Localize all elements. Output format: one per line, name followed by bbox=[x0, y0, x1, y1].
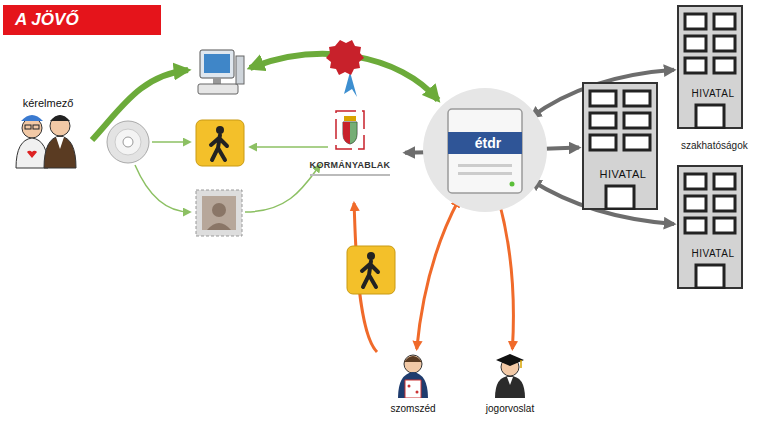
building-node: HIVATAL bbox=[677, 5, 749, 129]
connector bbox=[417, 199, 459, 349]
logo-node: KORMÁNYABLAK bbox=[298, 108, 402, 200]
building-drawing bbox=[677, 5, 743, 129]
node-label: jogorvoslat bbox=[486, 403, 534, 414]
building-node: HIVATAL bbox=[582, 82, 664, 210]
node-label: HIVATAL bbox=[582, 168, 664, 180]
building-drawing bbox=[582, 82, 658, 210]
server-halo bbox=[423, 88, 547, 212]
node-label: HIVATAL bbox=[677, 248, 749, 259]
applicant-icon bbox=[16, 115, 76, 168]
coat-of-arms bbox=[335, 110, 365, 150]
building-node: HIVATAL bbox=[677, 165, 749, 289]
walk-icon bbox=[347, 246, 395, 294]
cd-icon bbox=[107, 121, 149, 163]
title-banner: A JÖVŐ bbox=[3, 5, 161, 35]
person-node: szomszéd bbox=[380, 352, 446, 424]
building-drawing bbox=[677, 165, 743, 289]
node-label: KORMÁNYABLAK bbox=[310, 160, 391, 170]
logo-subline bbox=[310, 174, 390, 176]
node-label: HIVATAL bbox=[677, 88, 749, 99]
walk-icon bbox=[196, 120, 244, 166]
title-text: A JÖVŐ bbox=[15, 10, 79, 30]
stamp-icon bbox=[196, 190, 242, 236]
person-node: jogorvoslat bbox=[474, 352, 546, 424]
node-label: étdr bbox=[448, 133, 528, 153]
group-label: szakhatóságok bbox=[681, 140, 748, 151]
connector bbox=[498, 199, 513, 349]
post-arrow bbox=[135, 165, 190, 212]
post-arrow-2 bbox=[245, 165, 320, 212]
person-icon bbox=[490, 352, 530, 398]
person-icon bbox=[393, 352, 433, 398]
seal-icon bbox=[326, 40, 364, 97]
cd-arrow bbox=[152, 141, 190, 143]
computer-icon bbox=[198, 50, 244, 94]
plain-node: kérelmező bbox=[8, 93, 88, 115]
server-node: étdr bbox=[442, 106, 528, 196]
node-label: kérelmező bbox=[23, 97, 74, 109]
walk-arrow bbox=[250, 146, 328, 148]
node-label: szomszéd bbox=[390, 403, 435, 414]
